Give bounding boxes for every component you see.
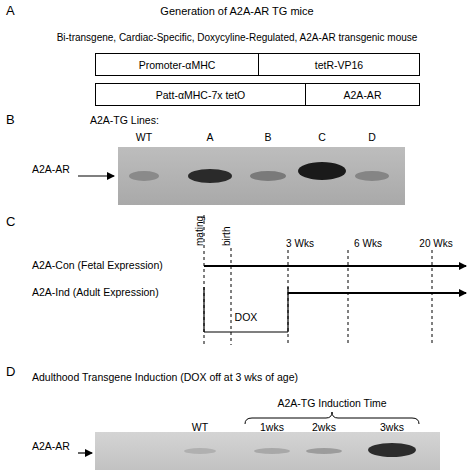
- band-pointer: [78, 175, 114, 176]
- timepoint-label: mating: [194, 216, 205, 246]
- western-blot-b: [118, 147, 405, 205]
- panel-heading: Adulthood Transgene Induction (DOX off a…: [32, 372, 298, 384]
- construct-label: tetR-VP16: [315, 59, 363, 71]
- panel-letter: A: [6, 4, 15, 18]
- panel-letter: D: [6, 365, 15, 379]
- subtitle: Bi-transgene, Cardiac-Specific, Doxycyli…: [57, 32, 418, 43]
- construct-box: tetR-VP16: [258, 53, 420, 76]
- timepoint-label: 20 Wks: [419, 238, 452, 249]
- western-blot-d: [95, 432, 440, 470]
- band-label: A2A-AR: [32, 164, 70, 176]
- band-label: A2A-AR: [32, 441, 70, 453]
- adult-expression-arrow: [288, 292, 466, 294]
- band-pointer: [78, 452, 92, 453]
- fetal-expression-arrow: [204, 265, 466, 267]
- treatment-label: DOX: [235, 312, 258, 324]
- lane-label: WT: [192, 422, 208, 434]
- panel-letter: C: [6, 215, 15, 229]
- timepoint-lines: [204, 215, 432, 345]
- construct-box: A2A-AR: [305, 83, 420, 106]
- induction-heading: A2A-TG Induction Time: [277, 398, 386, 410]
- construct-label: Patt-αMHC-7x tetO: [156, 89, 246, 101]
- timepoint-label: 6 Wks: [354, 238, 382, 249]
- construct-box: Patt-αMHC-7x tetO: [95, 83, 306, 106]
- construct-box: Promoter-αMHC: [95, 53, 259, 76]
- figure-title: Generation of A2A-AR TG mice: [160, 5, 313, 17]
- construct-label: A2A-AR: [344, 89, 382, 101]
- lines-heading: A2A-TG Lines:: [90, 115, 159, 127]
- lane-label: WT: [136, 132, 152, 144]
- dox-bracket: [204, 287, 288, 332]
- group-label: A2A-Con (Fetal Expression): [32, 260, 163, 272]
- group-label: A2A-Ind (Adult Expression): [32, 287, 159, 299]
- lane-label: 3wks: [380, 422, 404, 434]
- lane-label: 2wks: [312, 422, 336, 434]
- lane-label: D: [368, 132, 376, 144]
- lane-label: B: [264, 132, 271, 144]
- timepoint-label: 3 Wks: [286, 238, 314, 249]
- panel-letter: B: [6, 113, 15, 127]
- timepoint-label: birth: [221, 227, 232, 246]
- construct-label: Promoter-αMHC: [139, 59, 216, 71]
- lane-label: A: [206, 132, 213, 144]
- lane-label: C: [318, 132, 326, 144]
- lane-label: 1wks: [260, 422, 284, 434]
